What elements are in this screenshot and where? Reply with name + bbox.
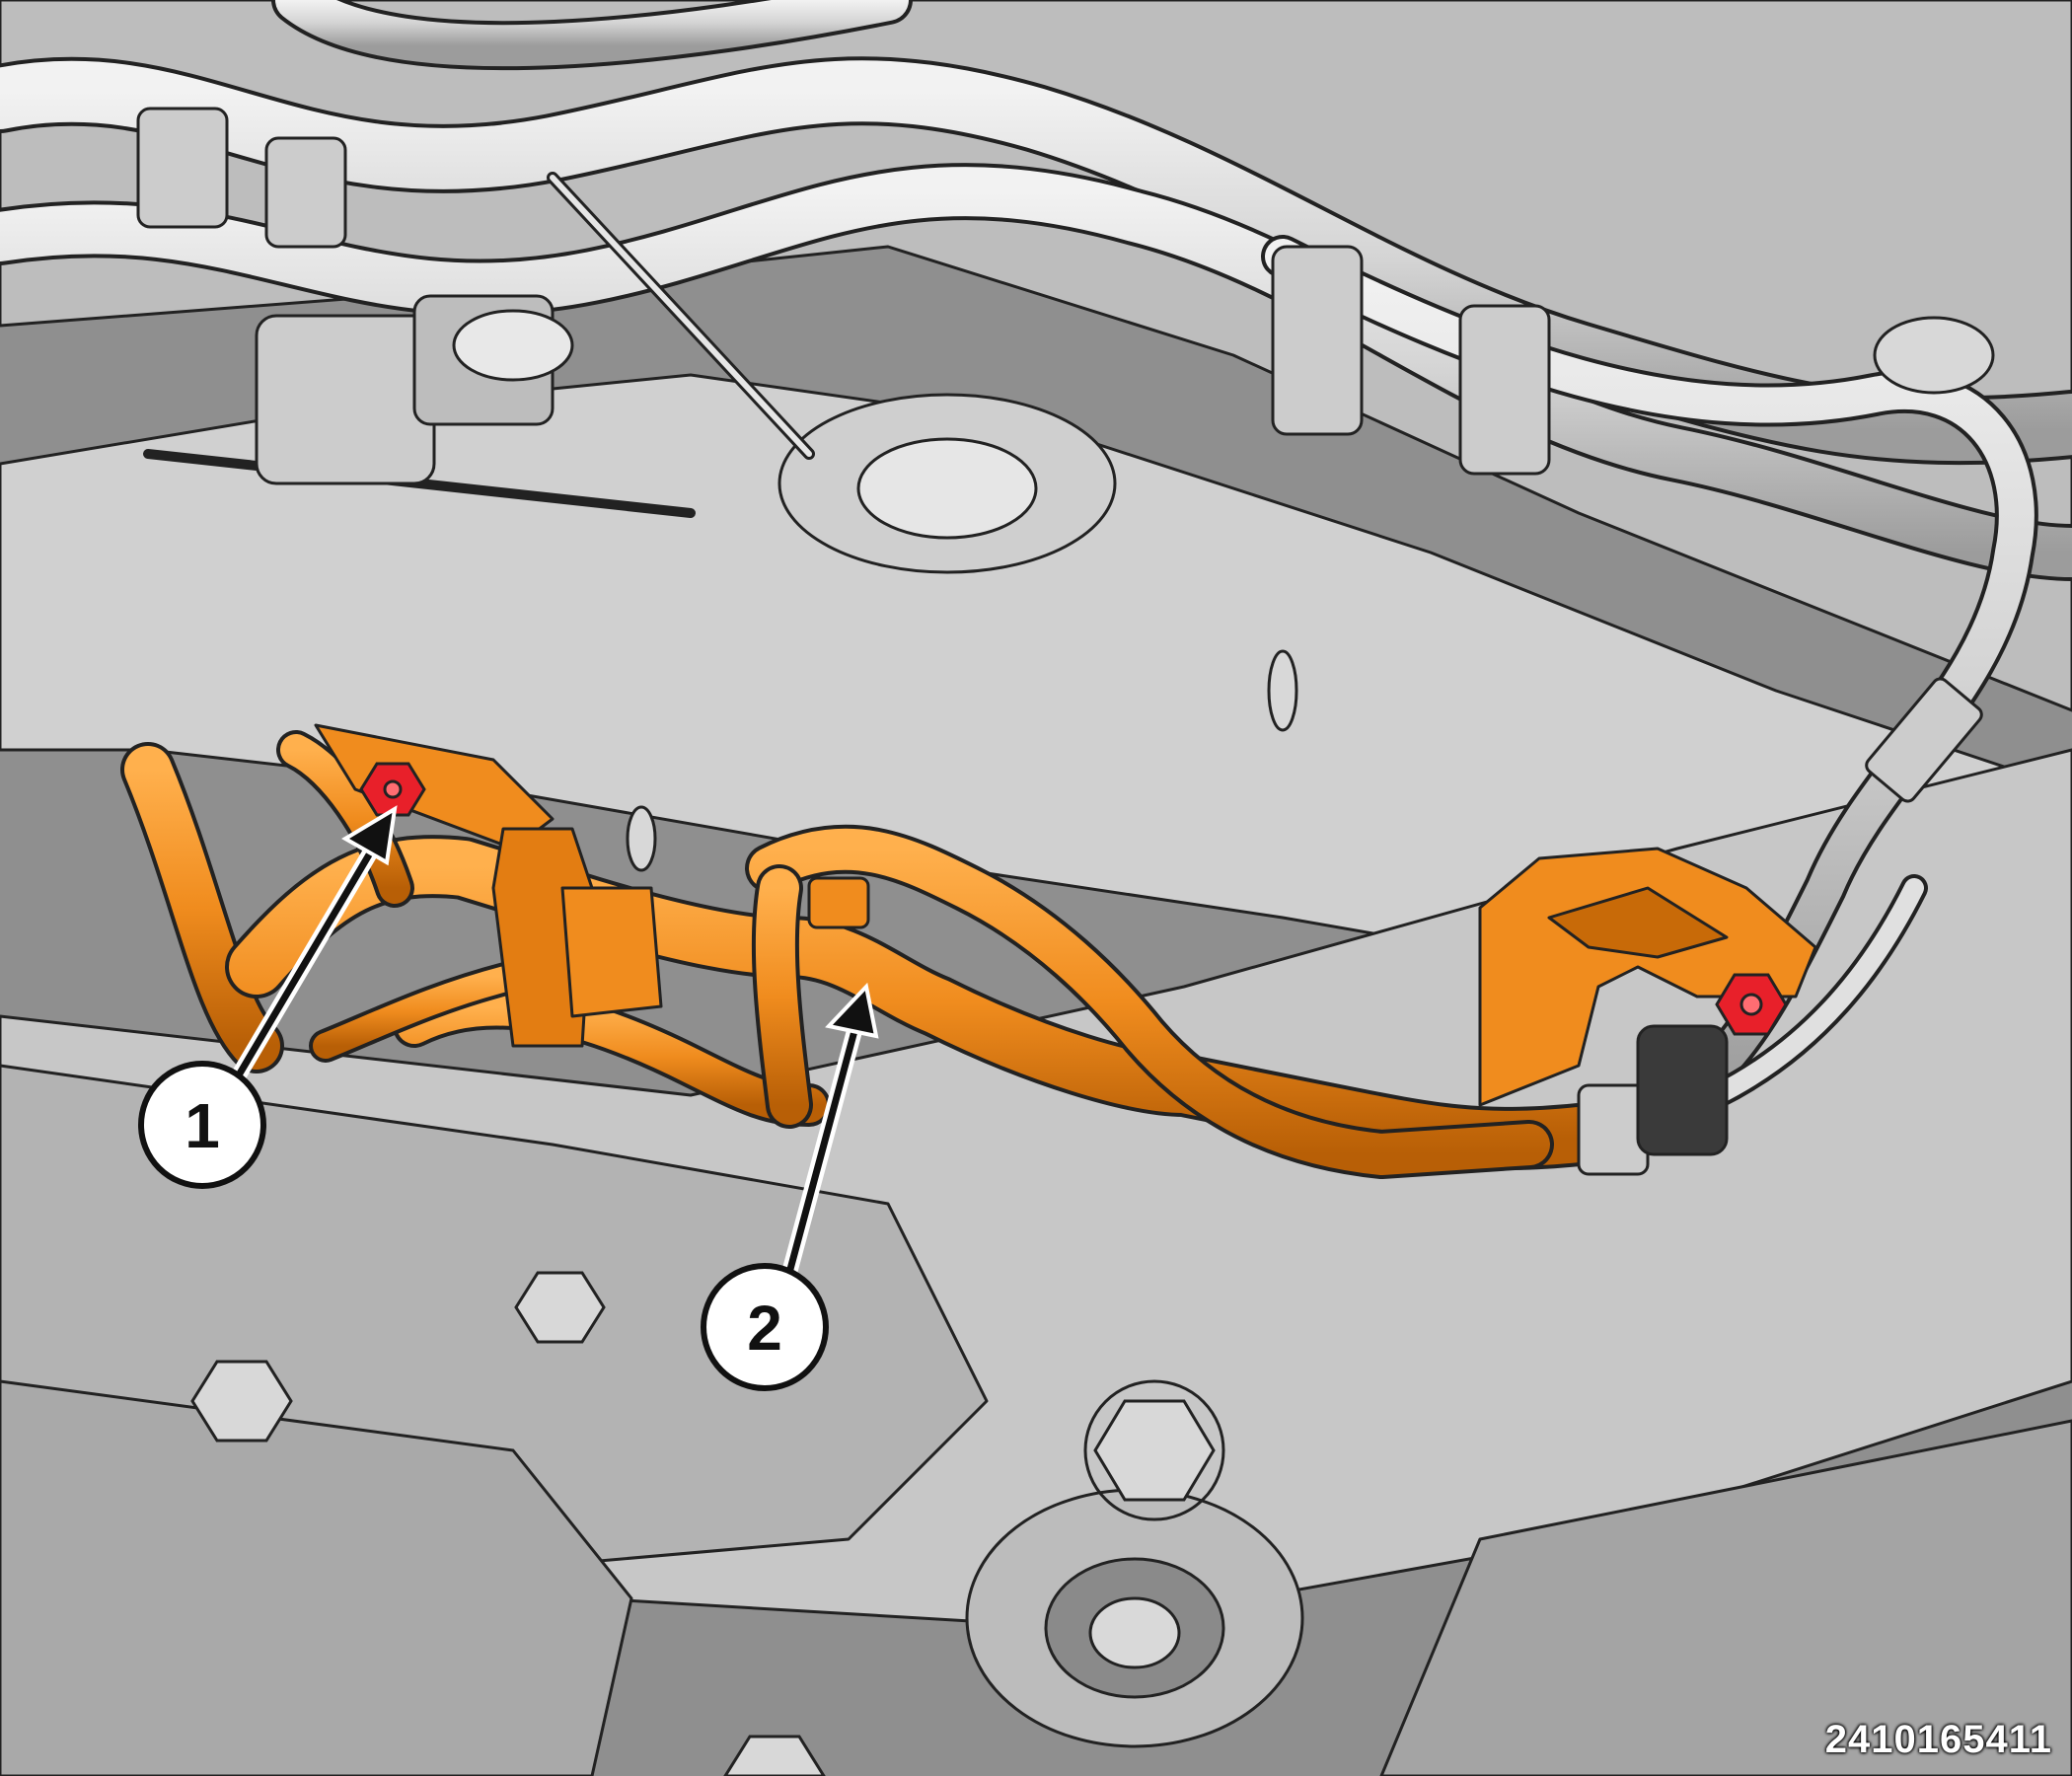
leader-arrows [219, 805, 879, 1281]
right-bracket-inner [1547, 886, 1729, 959]
bolts [190, 316, 1995, 1776]
bushing-core [1088, 1596, 1181, 1669]
highlighted-brackets [314, 723, 1817, 1176]
callout-circle [701, 1263, 829, 1391]
callout-circle [138, 1061, 266, 1189]
leader-line-1-core [223, 831, 385, 1099]
stud [1267, 649, 1298, 732]
callout-2: 2 [701, 1263, 829, 1391]
grey-connectors [136, 107, 1983, 803]
bolt-head-round [1873, 316, 1995, 395]
bolt-hex [514, 1271, 606, 1344]
fastener-bolt-right-center [1739, 993, 1763, 1016]
fitting-ferrule [1636, 1024, 1729, 1156]
bolt-hex [1093, 1399, 1216, 1502]
lower-bracket-right [1379, 1419, 2072, 1776]
figure-id: 2410165411 [1824, 1718, 2052, 1761]
bolt-hex [723, 1735, 826, 1776]
lower-bracket-left [0, 1379, 633, 1776]
bolt-hex [190, 1360, 293, 1443]
callout-number: 2 [747, 1293, 782, 1364]
highlighted-pipe-assembly [120, 730, 1610, 1179]
callout-1: 1 [138, 1061, 266, 1189]
pipe-clip [807, 876, 870, 929]
center-clamp [491, 827, 594, 1048]
bolt-washer [1083, 1379, 1225, 1521]
leader-arrowhead-1 [341, 805, 398, 866]
leader-arrowhead-2 [825, 982, 879, 1039]
fastener-nut-1-center [383, 779, 403, 799]
leader-line-2-core [785, 1012, 862, 1277]
stud [626, 805, 657, 872]
callout-number: 1 [185, 1090, 220, 1161]
mount-boss-inner [856, 437, 1038, 540]
junction-block [560, 886, 663, 1018]
red-fasteners [359, 762, 1788, 1036]
